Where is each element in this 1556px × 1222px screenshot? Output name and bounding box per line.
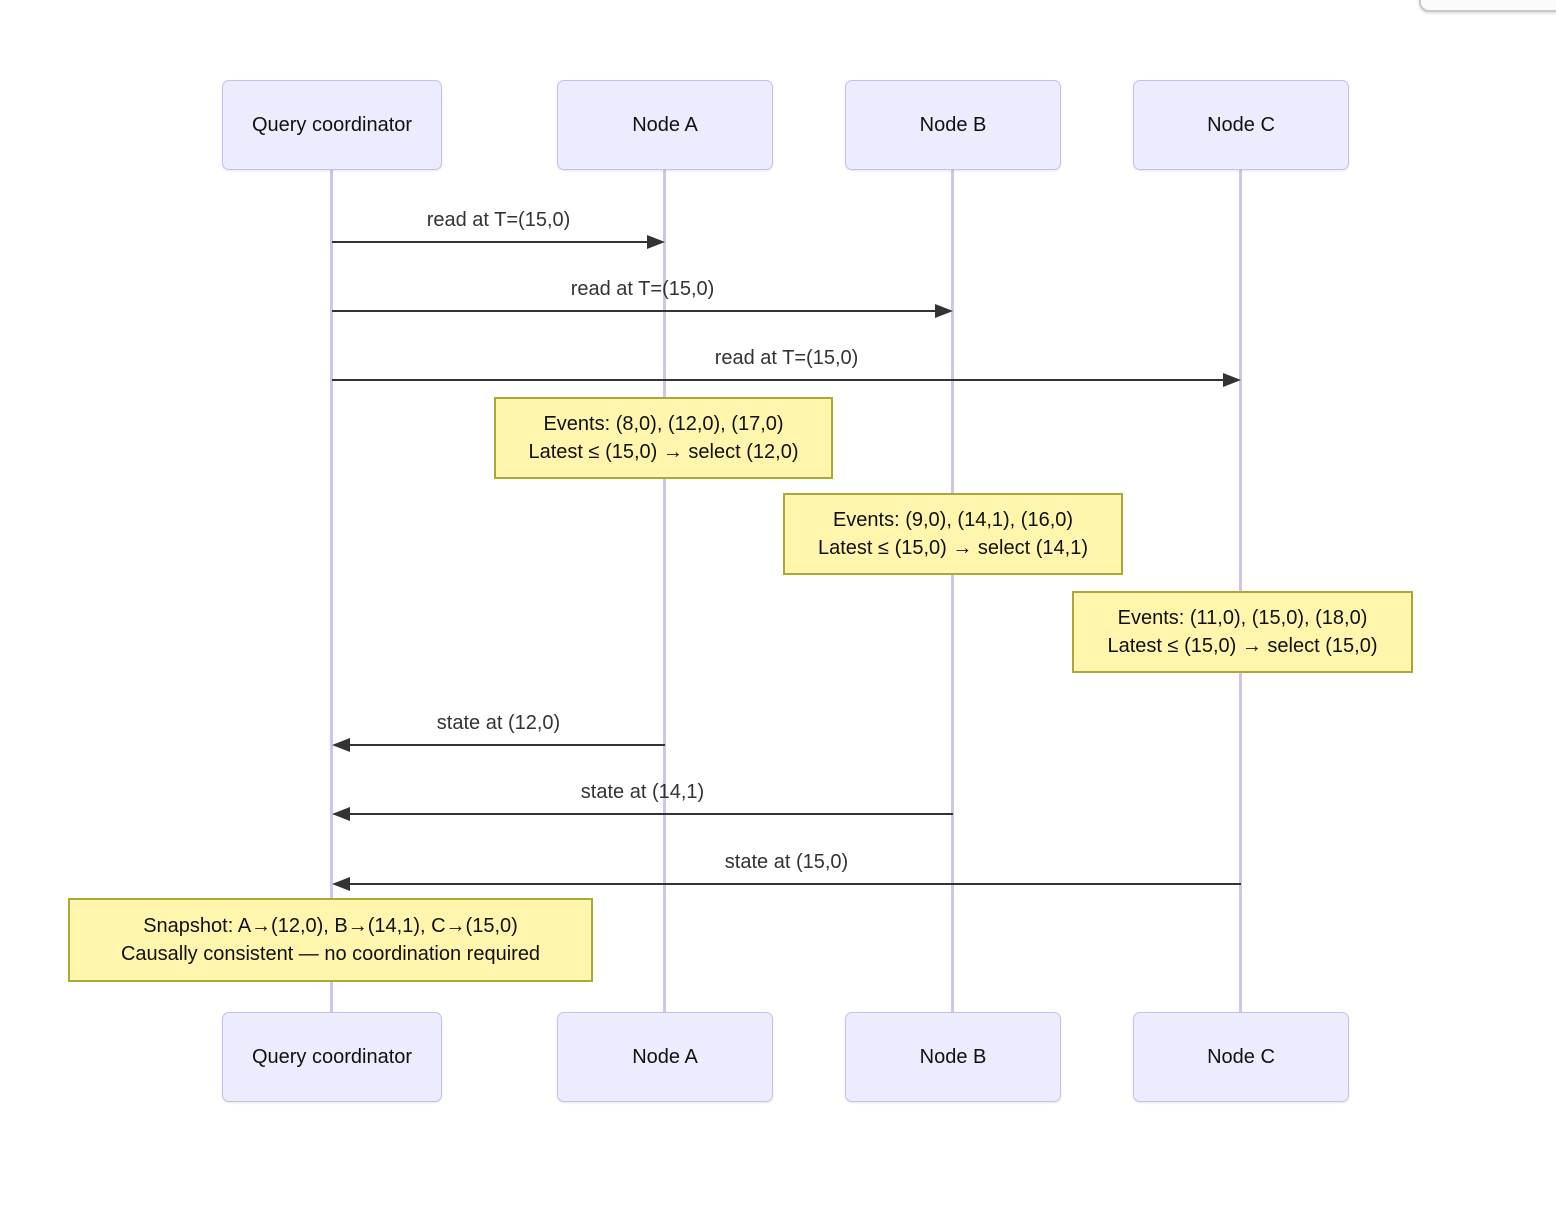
actor-node-b-top: Node B bbox=[845, 80, 1061, 170]
message-label: read at T=(15,0) bbox=[426, 209, 571, 231]
note-line: Events: (9,0), (14,1), (16,0) bbox=[832, 509, 1074, 531]
message-arrow-line bbox=[350, 744, 665, 746]
actor-label: Node A bbox=[632, 1045, 698, 1068]
actor-label: Query coordinator bbox=[251, 1045, 413, 1068]
actor-label: Node B bbox=[919, 113, 987, 136]
note-line: Causally consistent — no coordination re… bbox=[120, 943, 541, 965]
message-label: state at (14,1) bbox=[580, 781, 705, 803]
message-arrow-line bbox=[350, 813, 953, 815]
lifeline-node-a bbox=[663, 170, 666, 1012]
actor-query-coordinator-top: Query coordinator bbox=[222, 80, 442, 170]
actor-node-a-bottom: Node A bbox=[557, 1012, 773, 1102]
arrowhead-left-icon bbox=[332, 877, 350, 891]
message-label: state at (12,0) bbox=[436, 712, 561, 734]
note-line: Latest ≤ (15,0) → select (14,1) bbox=[818, 537, 1088, 559]
actor-label: Node C bbox=[1207, 113, 1275, 136]
note-node-c-events: Events: (11,0), (15,0), (18,0) Latest ≤ … bbox=[1072, 591, 1413, 673]
actor-node-c-top: Node C bbox=[1133, 80, 1349, 170]
actor-node-b-bottom: Node B bbox=[845, 1012, 1061, 1102]
note-snapshot: Snapshot: A→(12,0), B→(14,1), C→(15,0) C… bbox=[68, 898, 593, 982]
actor-node-c-bottom: Node C bbox=[1133, 1012, 1349, 1102]
message-arrow-line bbox=[332, 241, 647, 243]
floating-panel-edge bbox=[1419, 0, 1556, 12]
lifeline-node-b bbox=[951, 170, 954, 1012]
message-arrow-line bbox=[332, 379, 1223, 381]
note-line: Latest ≤ (15,0) → select (15,0) bbox=[1107, 635, 1378, 657]
arrowhead-right-icon bbox=[647, 235, 665, 249]
arrowhead-right-icon bbox=[1223, 373, 1241, 387]
message-label: state at (15,0) bbox=[724, 851, 849, 873]
actor-label: Node B bbox=[919, 1045, 987, 1068]
note-line: Events: (11,0), (15,0), (18,0) bbox=[1117, 607, 1368, 629]
note-node-b-events: Events: (9,0), (14,1), (16,0) Latest ≤ (… bbox=[783, 493, 1123, 575]
note-node-a-events: Events: (8,0), (12,0), (17,0) Latest ≤ (… bbox=[494, 397, 833, 479]
arrowhead-left-icon bbox=[332, 738, 350, 752]
arrowhead-left-icon bbox=[332, 807, 350, 821]
actor-query-coordinator-bottom: Query coordinator bbox=[222, 1012, 442, 1102]
arrowhead-right-icon bbox=[935, 304, 953, 318]
actor-label: Node A bbox=[632, 113, 698, 136]
note-line: Snapshot: A→(12,0), B→(14,1), C→(15,0) bbox=[143, 915, 518, 937]
actor-label: Query coordinator bbox=[251, 113, 413, 136]
actor-node-a-top: Node A bbox=[557, 80, 773, 170]
message-label: read at T=(15,0) bbox=[714, 347, 859, 369]
message-arrow-line bbox=[350, 883, 1241, 885]
message-label: read at T=(15,0) bbox=[570, 278, 715, 300]
note-line: Latest ≤ (15,0) → select (12,0) bbox=[528, 441, 799, 463]
lifeline-query-coordinator bbox=[330, 170, 333, 1012]
actor-label: Node C bbox=[1207, 1045, 1275, 1068]
message-arrow-line bbox=[332, 310, 935, 312]
note-line: Events: (8,0), (12,0), (17,0) bbox=[543, 413, 784, 435]
